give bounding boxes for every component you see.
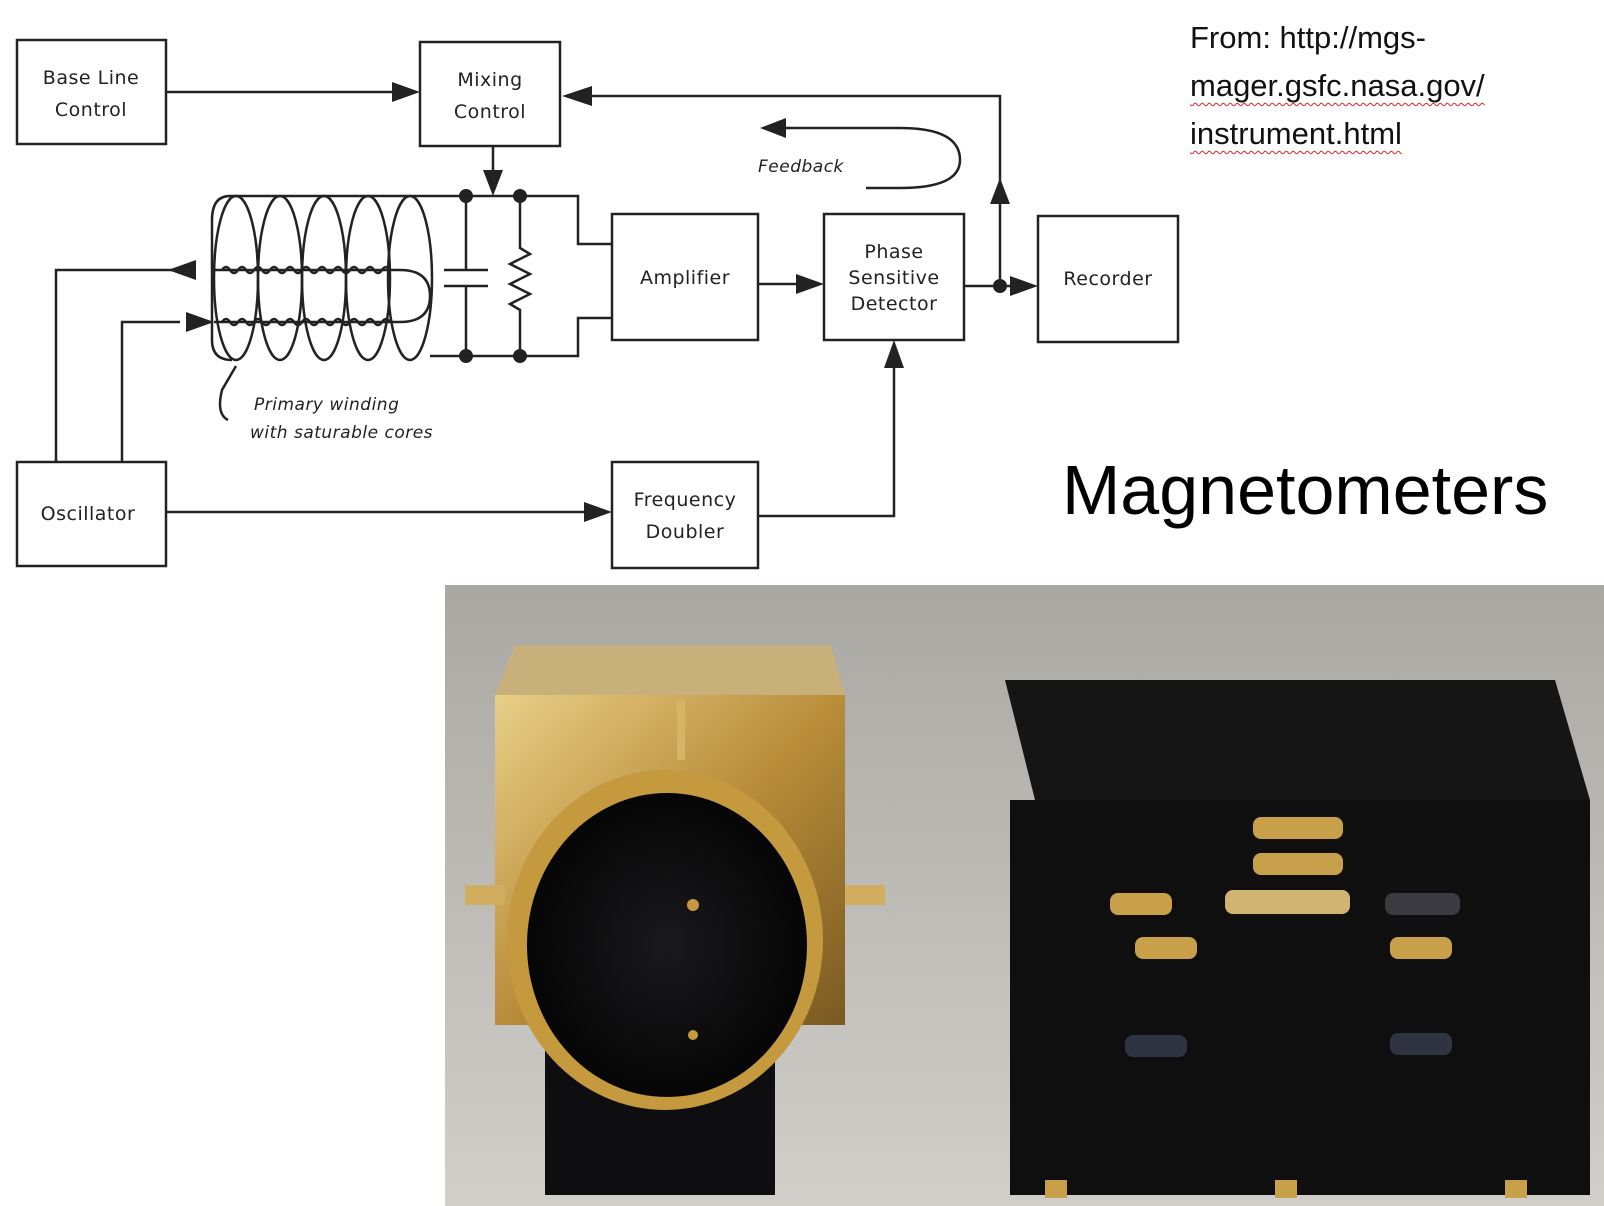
fluxgate-block-diagram: Base Line Control Mixing Control Amplifi… [15, 38, 1180, 570]
source-line-3[interactable]: instrument.html [1190, 116, 1402, 151]
oscillator-block: Oscillator [15, 460, 168, 568]
source-line-2[interactable]: mager.gsfc.nasa.gov/ [1190, 68, 1485, 103]
phase-sensitive-detector-block: Phase Sensitive Detector [822, 212, 966, 342]
psd-label-2: Sensitive [848, 267, 939, 289]
magnetometer-photo [445, 585, 1604, 1206]
psd-label-1: Phase [864, 241, 923, 263]
feedback-label: Feedback [758, 157, 845, 177]
primary-winding-label-1: Primary winding [254, 395, 399, 415]
base-line-control-label-1: Base Line [43, 67, 139, 89]
mixing-control-block: Mixing Control [418, 40, 562, 148]
source-citation: From: http://mgs- mager.gsfc.nasa.gov/ i… [1190, 14, 1590, 158]
recorder-label: Recorder [1063, 268, 1152, 290]
mixing-control-label-1: Mixing [457, 69, 522, 91]
base-line-control-block: Base Line Control [15, 38, 168, 146]
electronics-box [1005, 680, 1590, 1198]
frequency-doubler-label-2: Doubler [646, 521, 725, 543]
source-line-1: From: http://mgs- [1190, 20, 1426, 55]
oscillator-label: Oscillator [41, 503, 136, 525]
primary-winding-label-2: with saturable cores [250, 423, 433, 443]
mixing-control-label-2: Control [454, 101, 526, 123]
amplifier-label: Amplifier [640, 267, 730, 289]
connections [54, 82, 1038, 522]
frequency-doubler-label-1: Frequency [634, 489, 737, 511]
sensor-coils [210, 194, 434, 362]
amplifier-block: Amplifier [610, 212, 760, 342]
psd-label-3: Detector [851, 293, 938, 315]
sensor-unit [465, 645, 885, 1195]
frequency-doubler-block: Frequency Doubler [610, 460, 760, 570]
recorder-block: Recorder [1036, 214, 1180, 344]
slide-heading: Magnetometers [1062, 451, 1549, 529]
base-line-control-label-2: Control [55, 99, 127, 121]
